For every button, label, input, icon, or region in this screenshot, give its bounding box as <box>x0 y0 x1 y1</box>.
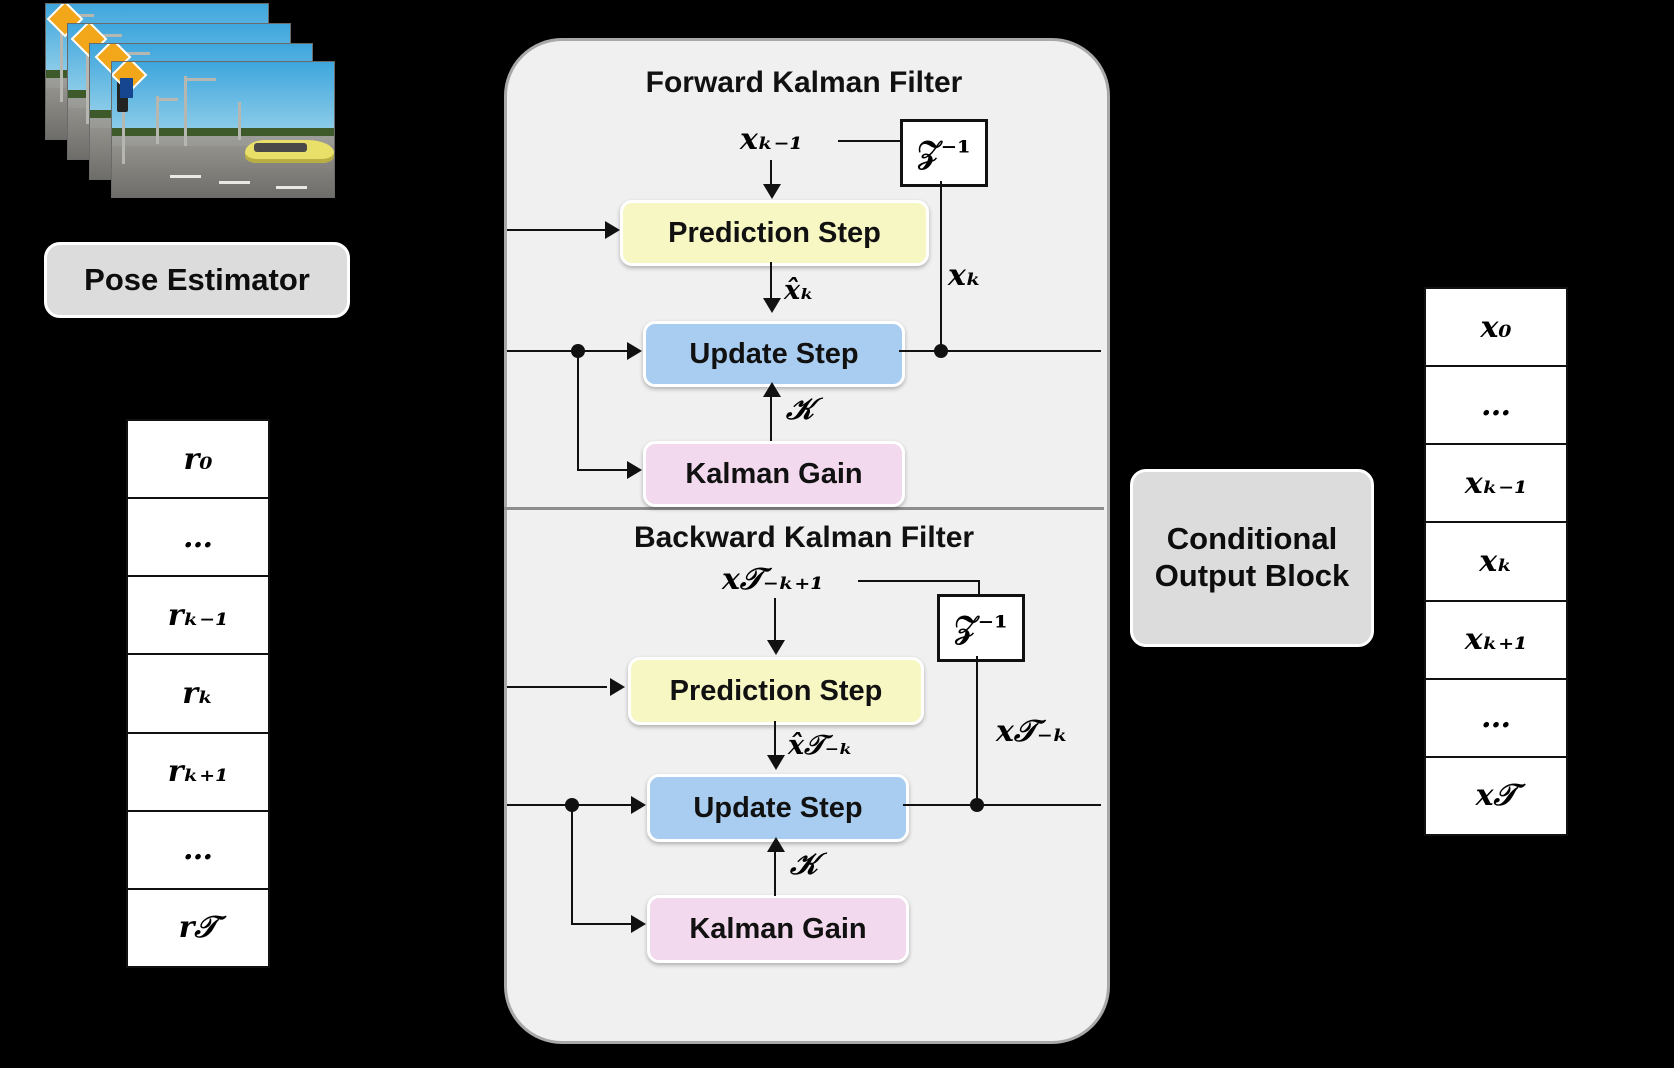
forward-delay-label: 𝒵⁻¹ <box>917 134 971 171</box>
arrow-down-icon <box>767 755 785 770</box>
connector <box>770 262 772 300</box>
arrow-right-icon <box>631 915 646 933</box>
table-row: r₀ <box>128 421 268 500</box>
arrow-down-icon <box>763 298 781 313</box>
table-row: xₖ <box>1426 523 1566 602</box>
forward-update-label: Update Step <box>689 337 859 370</box>
arrow-right-icon <box>610 678 625 696</box>
connector <box>774 852 776 896</box>
connector <box>577 469 630 471</box>
backward-output-state-label: x𝒯₋ₖ <box>996 714 1069 749</box>
table-row: x𝒯 <box>1475 778 1517 814</box>
connector <box>976 656 978 806</box>
connector <box>507 350 630 352</box>
pose-estimator-block[interactable]: Pose Estimator <box>44 242 350 318</box>
table-row: … <box>128 812 268 890</box>
backward-delay-block: 𝒵⁻¹ <box>937 594 1025 662</box>
forward-gain-label: Kalman Gain <box>685 457 863 490</box>
forward-kalman-gain[interactable]: Kalman Gain <box>643 441 905 507</box>
arrow-up-icon <box>763 382 781 397</box>
forward-gain-symbol: 𝒦 <box>786 392 814 427</box>
connector <box>978 580 980 596</box>
table-row: xₖ₋₁ <box>1426 445 1566 524</box>
backward-prediction-label: Prediction Step <box>669 674 883 707</box>
connector <box>507 686 607 688</box>
pose-estimator-label: Pose Estimator <box>84 262 310 297</box>
connector <box>774 721 776 757</box>
arrow-up-icon <box>767 837 785 852</box>
backward-prediction-step[interactable]: Prediction Step <box>628 657 924 725</box>
arrow-down-icon <box>767 640 785 655</box>
forward-section-title: Forward Kalman Filter <box>645 66 963 99</box>
table-row: x₀ <box>1426 289 1566 368</box>
backward-input-state-label: x𝒯₋ₖ₊₁ <box>722 562 824 597</box>
backward-section-title: Backward Kalman Filter <box>633 521 975 554</box>
connector <box>858 580 980 582</box>
table-row: rₖ₋₁ <box>128 577 268 656</box>
table-row: rₖ₊₁ <box>128 734 268 812</box>
forward-input-state-label: xₖ₋₁ <box>740 122 803 157</box>
table-row: … <box>1426 367 1566 446</box>
table-row: xₖ₊₁ <box>1426 602 1566 680</box>
forward-delay-block: 𝒵⁻¹ <box>900 119 988 187</box>
connector <box>899 350 1101 352</box>
state-sequence-table: x₀ … xₖ₋₁ xₖ xₖ₊₁ … x𝒯 <box>1424 287 1568 836</box>
table-row: … <box>1426 680 1566 758</box>
connector <box>577 350 579 470</box>
residual-sequence-table: r₀ … rₖ₋₁ rₖ rₖ₊₁ … r𝒯 <box>126 419 270 968</box>
connector <box>903 804 1101 806</box>
connector <box>940 181 942 351</box>
connector <box>774 598 776 642</box>
connector <box>507 229 607 231</box>
connector <box>571 923 634 925</box>
arrow-right-icon <box>631 796 646 814</box>
forward-update-step[interactable]: Update Step <box>643 321 905 387</box>
forward-predicted-state-label: x̂ₖ <box>784 275 815 306</box>
arrow-right-icon <box>605 221 620 239</box>
conditional-output-label: Conditional Output Block <box>1154 521 1350 593</box>
section-divider <box>504 507 1104 510</box>
input-image-sequence <box>46 4 334 209</box>
connector <box>571 804 573 924</box>
arrow-right-icon <box>627 342 642 360</box>
arrow-down-icon <box>763 184 781 199</box>
backward-delay-label: 𝒵⁻¹ <box>954 609 1008 646</box>
backward-update-step[interactable]: Update Step <box>647 774 909 842</box>
image-frame-front <box>112 62 334 197</box>
backward-gain-symbol: 𝒦 <box>790 847 818 882</box>
forward-prediction-label: Prediction Step <box>668 216 881 249</box>
connector <box>838 140 902 142</box>
backward-predicted-state-label: x̂𝒯₋ₖ <box>788 730 854 761</box>
junction-dot <box>934 344 948 358</box>
table-row: rₖ <box>128 655 268 734</box>
table-row: r𝒯 <box>178 910 218 946</box>
forward-prediction-step[interactable]: Prediction Step <box>620 200 929 266</box>
conditional-output-block[interactable]: Conditional Output Block <box>1130 469 1374 647</box>
backward-update-label: Update Step <box>693 791 863 824</box>
connector <box>770 397 772 441</box>
forward-output-state-label: xₖ <box>948 258 982 293</box>
backward-kalman-gain[interactable]: Kalman Gain <box>647 895 909 963</box>
connector <box>770 160 772 186</box>
arrow-right-icon <box>627 461 642 479</box>
backward-gain-label: Kalman Gain <box>689 912 867 945</box>
table-row: … <box>128 499 268 578</box>
